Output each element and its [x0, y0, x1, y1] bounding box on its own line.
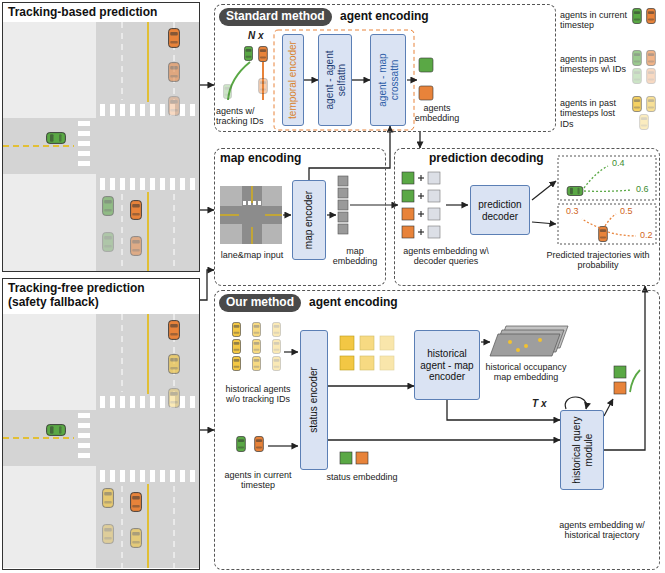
box-label: historical agent - map encoder: [415, 348, 479, 383]
probability: 0.5: [620, 206, 633, 216]
flow-arrow: [328, 385, 414, 386]
box-label: status encoder: [308, 334, 320, 466]
legend-entry: agents in past timesteps w\ IDs: [560, 54, 628, 75]
caption-label: agents embedding w\ decoder queries: [398, 246, 494, 267]
legend-text: agents in past timesteps w\ IDs: [560, 54, 628, 75]
flow-arrow: [200, 270, 214, 300]
road-scene-tracked: [3, 22, 199, 271]
flow-arrow: [309, 126, 390, 180]
encoder-box: historical agent - map encoder: [414, 330, 480, 400]
box-label: prediction decoder: [471, 199, 529, 222]
method-badge: Standard method: [219, 8, 332, 26]
caption-label: status embedding: [322, 472, 402, 482]
region-title: map encoding: [220, 152, 301, 166]
decoder-box: prediction decoder: [470, 185, 530, 235]
attention-box: agent - agent selfattn: [318, 34, 352, 126]
legend-icons: [633, 8, 656, 129]
caption-label: Predicted trajectories with probability: [538, 250, 658, 271]
encoder-box: map encoder: [292, 180, 326, 260]
probability: 0.3: [566, 206, 579, 216]
method-region: Standard method agent encoding temporal en…: [214, 4, 556, 132]
method-badge: Our method: [219, 294, 301, 312]
decoding-art: [402, 156, 656, 244]
box-label: map encoder: [303, 184, 315, 256]
caption-label: agents embedding: [408, 103, 466, 124]
box-label: temporal encoder: [287, 38, 299, 122]
caption-label: lane&map input: [216, 250, 288, 260]
region-title: prediction decoding: [429, 152, 544, 166]
probability: 0.2: [640, 230, 653, 240]
panel-title: Tracking-based prediction: [8, 6, 196, 20]
scene-panel: Tracking-free prediction (safety fallbac…: [2, 278, 200, 570]
encoder-box: temporal encoder: [282, 34, 304, 126]
flow-arrow: [352, 79, 370, 80]
road-scene-untracked: [3, 314, 199, 568]
legend-entry: agents in current timestep: [560, 10, 628, 31]
repeat-count: N x: [248, 30, 264, 42]
legend-text: agents in past timesteps lost IDs: [560, 98, 628, 129]
encoder-box: status encoder: [300, 330, 328, 470]
flow-arrow: [200, 84, 214, 85]
caption-label: agents in current timestep: [218, 470, 298, 491]
flow-arrow: [328, 439, 560, 440]
caption-label: historical agents w/o tracking IDs: [218, 384, 298, 405]
box-label: agent - map crossattn: [377, 38, 400, 122]
flow-arrow: [304, 79, 318, 80]
flow-arrow: [604, 286, 645, 450]
probability: 0.4: [612, 158, 625, 168]
query-box: historical query module: [560, 410, 604, 490]
flow-arrow: [419, 132, 420, 148]
caption-label: agents embedding w/ historical trajector…: [548, 520, 656, 541]
box-label: historical query module: [571, 414, 594, 486]
flow-arrow: [200, 429, 214, 430]
region-title: agent encoding: [309, 296, 398, 310]
legend-text: agents in current timestep: [560, 10, 628, 31]
legend-entry: agents in past timesteps lost IDs: [560, 98, 628, 129]
caption-label: historical occupancy map embedding: [484, 362, 568, 383]
flow-arrow: [200, 209, 214, 210]
caption-label: map embedding: [326, 246, 384, 267]
box-label: agent - agent selfattn: [324, 38, 347, 122]
region-title: agent encoding: [340, 10, 429, 24]
repeat-count: T x: [532, 398, 546, 410]
scene-panel: Tracking-based prediction: [2, 2, 200, 272]
caption-label: agents w/ tracking IDs: [216, 106, 270, 127]
probability: 0.6: [636, 184, 649, 194]
panel-title: Tracking-free prediction (safety fallbac…: [8, 282, 178, 310]
tracked-trajectories: [223, 30, 433, 130]
attention-box: agent - map crossattn: [370, 34, 406, 126]
